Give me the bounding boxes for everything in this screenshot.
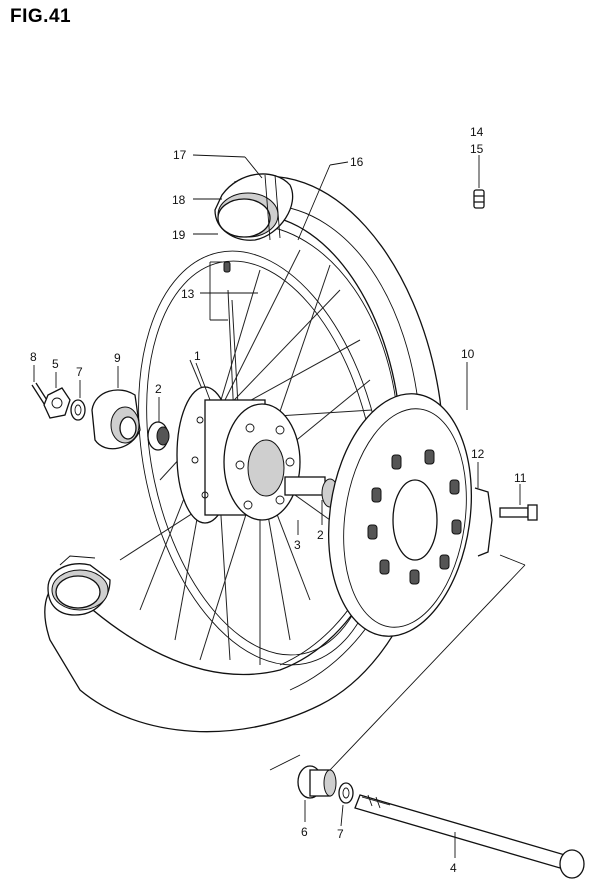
callout-13: 13 — [181, 287, 195, 301]
callout-14: 14 — [470, 125, 484, 139]
lock-washer — [474, 487, 493, 557]
bearing-left — [147, 421, 170, 451]
assembly-lines — [269, 554, 526, 771]
callout-6: 6 — [301, 825, 308, 839]
inner-tube — [214, 173, 294, 241]
callout-11: 11 — [514, 471, 527, 485]
hub-spacer — [284, 476, 339, 508]
figure-title: FIG.41 — [10, 6, 72, 27]
callout-8: 8 — [30, 350, 37, 364]
callout-17: 17 — [173, 148, 187, 162]
axle-nut — [43, 387, 71, 419]
callout-7-left: 7 — [76, 365, 83, 379]
callout-18: 18 — [172, 193, 186, 207]
valve-cap — [473, 189, 485, 209]
brake-disc — [327, 393, 473, 637]
callout-16: 16 — [350, 155, 364, 169]
bearing-housing — [91, 389, 141, 450]
callout-1: 1 — [194, 349, 201, 363]
callout-10: 10 — [461, 347, 475, 361]
callout-labels: 17 16 18 19 13 14 15 8 5 7 9 1 2 10 12 1… — [30, 125, 527, 875]
callout-15: 15 — [470, 142, 484, 156]
washer-left — [70, 399, 86, 421]
wheel-hub — [176, 386, 301, 524]
callout-12: 12 — [471, 447, 485, 461]
callout-19: 19 — [172, 228, 186, 242]
disc-bolt — [499, 504, 538, 521]
spoke-nipple — [223, 261, 231, 273]
callout-5: 5 — [52, 357, 59, 371]
callout-7-bottom: 7 — [337, 827, 344, 841]
tire-section — [47, 555, 111, 616]
callout-4: 4 — [450, 861, 457, 875]
callout-9: 9 — [114, 351, 121, 365]
callout-3: 3 — [294, 538, 301, 552]
axle-collar — [297, 765, 337, 799]
callout-2-right: 2 — [317, 528, 324, 542]
washer-right — [338, 782, 354, 804]
leader-lines — [33, 154, 521, 858]
front-axle — [354, 794, 585, 879]
callout-2-left: 2 — [155, 382, 162, 396]
